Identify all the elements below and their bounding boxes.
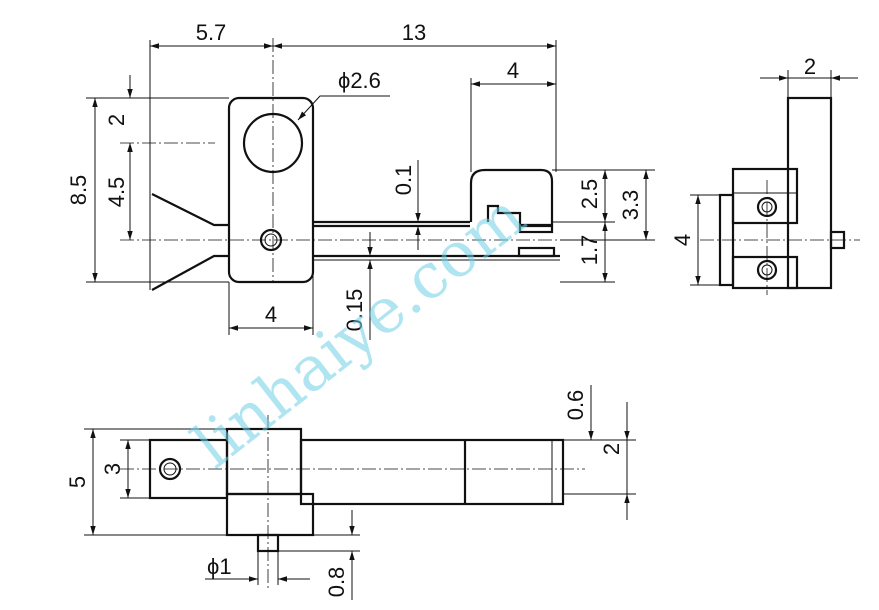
lead-wire-lower bbox=[151, 254, 229, 291]
side-dim-top-width: 2 bbox=[804, 54, 816, 79]
leader-line bbox=[297, 95, 390, 121]
watermark: linhaiye.com bbox=[179, 179, 538, 482]
dim-hole-offset: 2 bbox=[104, 114, 129, 126]
bottom-view: 5 3 0.6 2 ϕ1 0.8 bbox=[65, 385, 636, 600]
dim-width-total: 13 bbox=[402, 20, 426, 45]
front-view-body bbox=[227, 96, 315, 284]
dim-width-left: 5.7 bbox=[196, 20, 227, 45]
dim-block-width: 4 bbox=[265, 302, 277, 327]
dim-lower-gap: 1.7 bbox=[577, 235, 602, 266]
lower-contact-tab bbox=[517, 246, 556, 258]
dim-gap-top: 0.1 bbox=[391, 165, 416, 196]
dim-height-total: 8.5 bbox=[66, 175, 91, 206]
bottom-dim-pin-dia: ϕ1 bbox=[207, 554, 232, 579]
side-dim-height: 4 bbox=[670, 234, 695, 246]
bottom-dim-pin-length: 0.8 bbox=[324, 567, 349, 598]
dim-right-height: 3.3 bbox=[618, 190, 643, 221]
dim-hook-height: 2.5 bbox=[577, 179, 602, 210]
contact-hook bbox=[469, 168, 554, 227]
side-view: 2 4 bbox=[670, 54, 860, 295]
lead-wire-upper bbox=[151, 193, 229, 227]
hook-foot bbox=[518, 224, 554, 234]
front-view: 5.7 13 4 ϕ2.6 8.5 2 4.5 0.1 2.5 bbox=[66, 20, 655, 340]
dim-hole-dia: ϕ2.6 bbox=[338, 68, 381, 93]
bottom-arm bbox=[299, 438, 565, 506]
dim-slot: 4 bbox=[507, 58, 519, 83]
bottom-dim-total-height: 5 bbox=[65, 476, 90, 488]
bottom-dim-hole-spacing: 3 bbox=[100, 463, 125, 475]
bottom-dim-tip-height: 2 bbox=[599, 443, 624, 455]
dim-center-height: 4.5 bbox=[104, 177, 129, 208]
bottom-dim-tip-offset: 0.6 bbox=[563, 390, 588, 421]
dim-thickness: 0.15 bbox=[342, 289, 367, 332]
